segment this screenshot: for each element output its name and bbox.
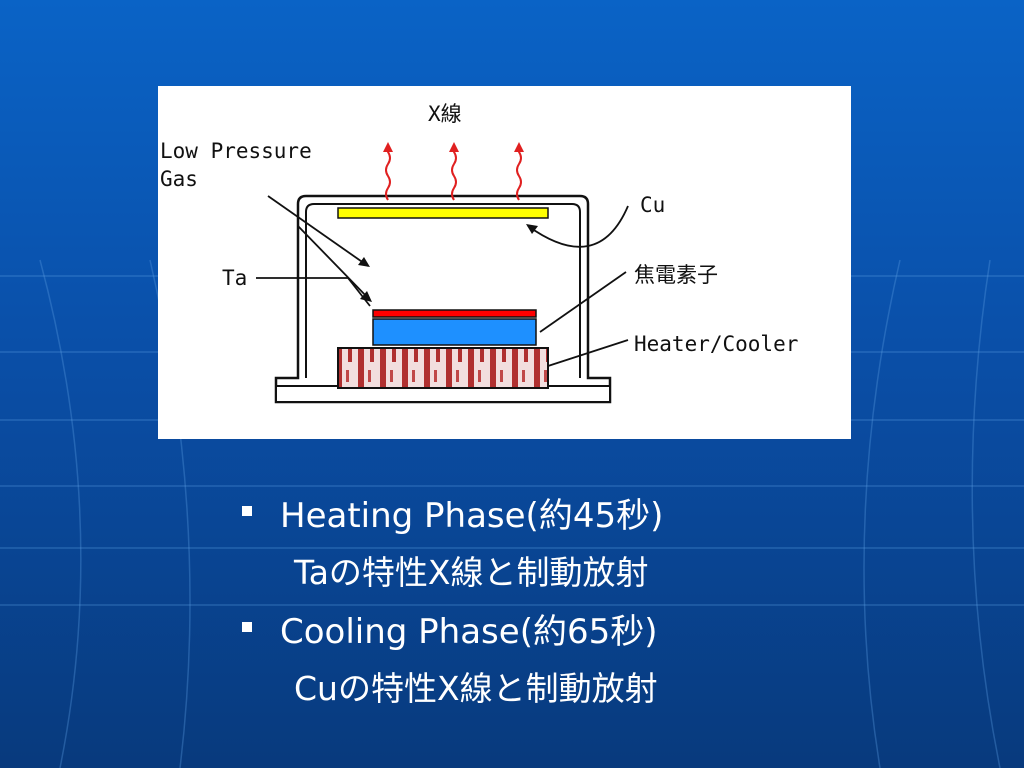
heater-cooler — [337, 347, 549, 389]
xray-arrowheads — [383, 142, 524, 152]
pyroelectric-label: 焦電素子 — [634, 263, 718, 287]
gas-leader-1 — [267, 195, 369, 267]
bullet-cooling-detail: Cuの特性X線と制動放射 — [294, 669, 658, 708]
ta-layer — [372, 309, 537, 318]
pyroelectric-crystal — [372, 318, 537, 346]
bullet-heating-detail: Taの特性X線と制動放射 — [294, 553, 649, 592]
cu-label: Cu — [640, 193, 665, 217]
bullet-subline-cooling: Cuの特性X線と制動放射 — [238, 658, 858, 716]
housing-inner — [305, 203, 581, 378]
bullet-cooling-title: Cooling Phase(約65秒) — [280, 612, 658, 652]
housing-outline — [274, 194, 612, 404]
cu-window — [337, 207, 549, 219]
bullet-item-cooling: Cooling Phase(約65秒) — [238, 600, 858, 658]
heater-leader — [547, 339, 629, 367]
diagram-panel: X線 Low Pressure Gas Cu Ta 焦電素子 Heater/Co… — [158, 86, 851, 439]
cu-leader — [527, 205, 629, 248]
gas-arrowhead-1 — [358, 257, 370, 267]
pyro-leader — [539, 271, 627, 333]
ta-label: Ta — [222, 266, 247, 290]
bullet-heating-title: Heating Phase(約45秒) — [280, 496, 664, 536]
gas-label-line1: Low Pressure — [160, 139, 312, 163]
gas-leader-2 — [297, 225, 371, 301]
bullet-subline-heating: Taの特性X線と制動放射 — [238, 542, 858, 600]
pyroelectric-xray-diagram: X線 Low Pressure Gas Cu Ta 焦電素子 Heater/Co… — [160, 102, 798, 404]
gas-label-line2: Gas — [160, 167, 198, 191]
cu-arrowhead — [526, 224, 538, 234]
xray-arrows — [385, 146, 522, 201]
xray-label: X線 — [428, 102, 462, 126]
bullet-list: Heating Phase(約45秒) Taの特性X線と制動放射 Cooling… — [238, 484, 858, 716]
heater-cooler-label: Heater/Cooler — [634, 332, 798, 356]
gas-arrowhead-2 — [360, 291, 372, 302]
bullet-square-icon — [242, 622, 252, 632]
bullet-item-heating: Heating Phase(約45秒) — [238, 484, 858, 542]
bullet-square-icon — [242, 506, 252, 516]
